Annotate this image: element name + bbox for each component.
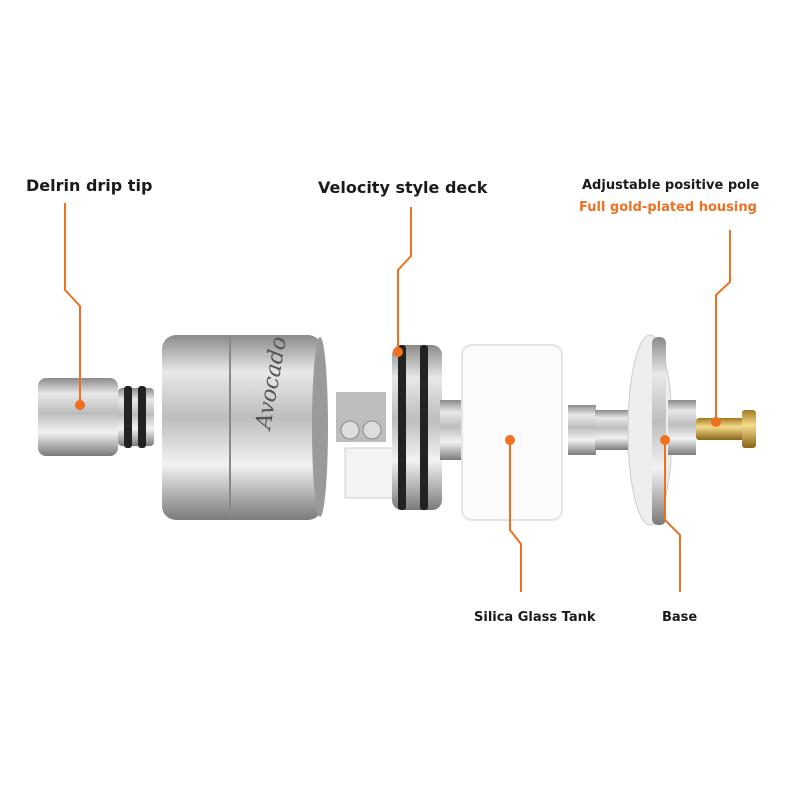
leader-lines [64,203,731,592]
base-part [568,334,756,526]
top-cap-part: Avocado [162,335,328,520]
velocity-deck-part [336,345,470,510]
glass-tank-part [461,344,563,521]
label-tank: Silica Glass Tank [474,610,596,625]
label-drip-tip: Delrin drip tip [26,176,153,195]
label-pole: Adjustable positive pole [582,178,760,193]
drip-tip-part [38,378,154,456]
leader-dots [75,347,721,445]
label-base: Base [662,610,698,625]
label-pole-sub: Full gold-plated housing [579,200,757,215]
label-deck: Velocity style deck [318,178,488,197]
